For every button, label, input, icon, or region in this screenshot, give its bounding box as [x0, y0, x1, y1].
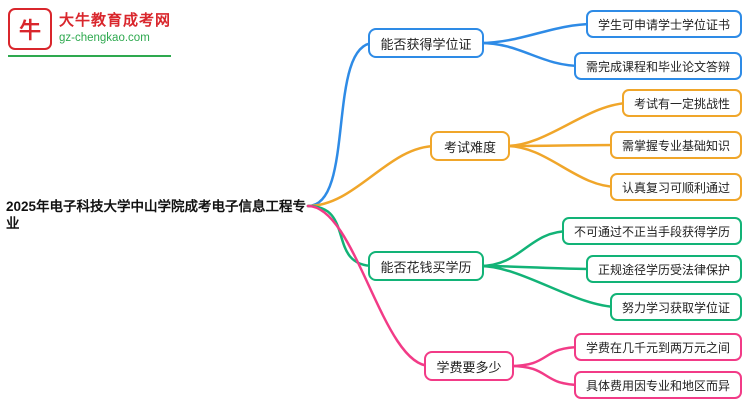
leaf-node-basic-knowledge: 需掌握专业基础知识: [609, 131, 742, 159]
logo-title: 大牛教育成考网: [59, 12, 172, 30]
connector-branch1-leaf2: [504, 144, 620, 189]
leaf-node-apply-degree: 学生可申请学士学位证书: [585, 10, 742, 38]
connector-branch3-leaf0: [508, 345, 584, 368]
connector-root-branch-1: [306, 144, 438, 208]
root-node: 2025年电子科技大学中山学院成考电子信息工程专业: [6, 199, 307, 231]
leaf-node-legal-protection: 正规途径学历受法律保护: [585, 255, 742, 283]
leaf-node-cost-varies: 具体费用因专业和地区而异: [573, 371, 742, 399]
leaf-node-challenging: 考试有一定挑战性: [621, 89, 742, 117]
connector-branch0-leaf0: [478, 22, 596, 45]
branch-node-exam-difficulty: 考试难度: [430, 131, 510, 161]
connector-root-branch-3: [306, 204, 432, 368]
connector-branch2-leaf0: [478, 229, 572, 268]
connector-root-branch-2: [306, 204, 376, 268]
connector-branch1-leaf1: [504, 143, 620, 148]
branch-node-buy-diploma: 能否花钱买学历: [368, 251, 484, 281]
cow-logo-icon: 牛: [8, 8, 52, 50]
connector-branch0-leaf1: [478, 41, 584, 68]
connector-branch3-leaf1: [508, 364, 584, 387]
logo-text: 大牛教育成考网 gz-chengkao.com: [59, 12, 171, 45]
leaf-node-tuition-range: 学费在几千元到两万元之间: [573, 333, 742, 361]
connector-root-branch-0: [306, 41, 376, 208]
logo-url: gz-chengkao.com: [59, 32, 150, 45]
logo: 牛 大牛教育成考网 gz-chengkao.com: [8, 8, 172, 57]
leaf-node-review-pass: 认真复习可顺利通过: [609, 173, 742, 201]
branch-node-degree-certificate: 能否获得学位证: [368, 28, 484, 58]
leaf-node-course-thesis: 需完成课程和毕业论文答辩: [573, 52, 742, 80]
connector-branch2-leaf2: [478, 264, 620, 309]
connector-branch1-leaf0: [504, 101, 632, 148]
branch-node-tuition: 学费要多少: [424, 351, 514, 381]
leaf-node-study-hard: 努力学习获取学位证: [609, 293, 742, 321]
leaf-node-no-improper-means: 不可通过不正当手段获得学历: [561, 217, 742, 245]
